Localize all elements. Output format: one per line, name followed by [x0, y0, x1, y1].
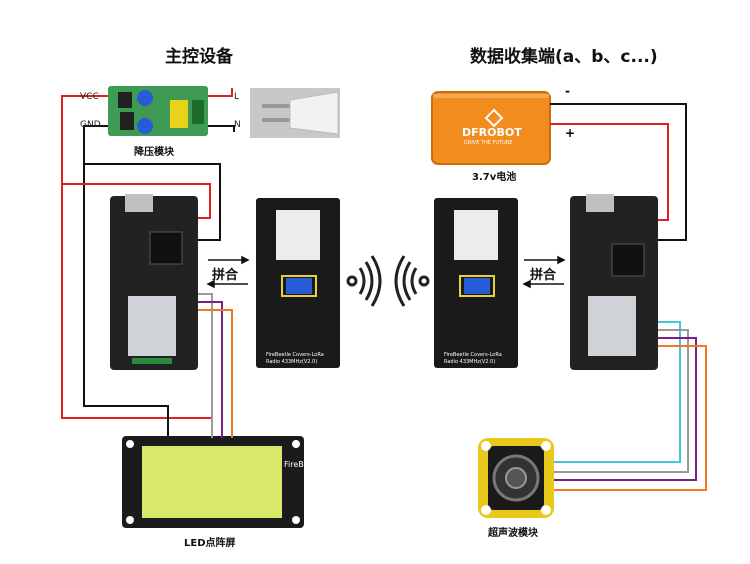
master-lora-freq: Radio 433MHz(V2.0)	[266, 359, 318, 365]
l-label: L	[234, 92, 240, 102]
collector-lora-freq: Radio 433MHz(V2.0)	[444, 359, 496, 365]
battery-plus-label: +	[565, 126, 576, 140]
battery-brand: DFROBOT	[462, 126, 522, 139]
collector-mainboard	[570, 194, 658, 370]
vcc-label: VCC	[80, 92, 99, 102]
collector-lora-caption: FireBeetle Covers-LoRa	[444, 352, 502, 358]
master-title: 主控设备	[165, 47, 233, 67]
merge-label-right: 拼合	[530, 268, 557, 283]
master-lora-board	[256, 198, 340, 368]
battery-minus-label: -	[565, 84, 570, 98]
collector-wiring	[550, 103, 707, 491]
power-plug	[250, 88, 340, 138]
battery-caption: 3.7v电池	[472, 172, 517, 183]
master-wiring	[61, 88, 235, 438]
merge-arrows	[206, 255, 566, 289]
wireless-signal-icon	[346, 255, 430, 307]
master-lora-caption: FireBeetle Covers-LoRa	[266, 352, 324, 358]
matrix-brand: FireBeetle	[284, 460, 324, 469]
collector-title: 数据收集端(a、b、c...)	[470, 47, 658, 67]
master-mainboard	[110, 194, 198, 370]
psu-caption: 降压模块	[134, 147, 174, 158]
matrix-caption: LED点阵屏	[184, 538, 236, 549]
gnd-label: GND	[80, 120, 101, 130]
collector-lora-board	[434, 198, 518, 368]
n-label: N	[234, 120, 241, 130]
merge-label-left: 拼合	[212, 268, 239, 283]
ultrasonic-caption: 超声波模块	[488, 528, 538, 539]
battery	[431, 91, 551, 165]
battery-subtext: DRIVE THE FUTURE	[464, 140, 513, 146]
led-matrix-panel	[122, 436, 304, 528]
ultrasonic-sensor	[478, 438, 554, 518]
step-down-module	[108, 86, 208, 136]
